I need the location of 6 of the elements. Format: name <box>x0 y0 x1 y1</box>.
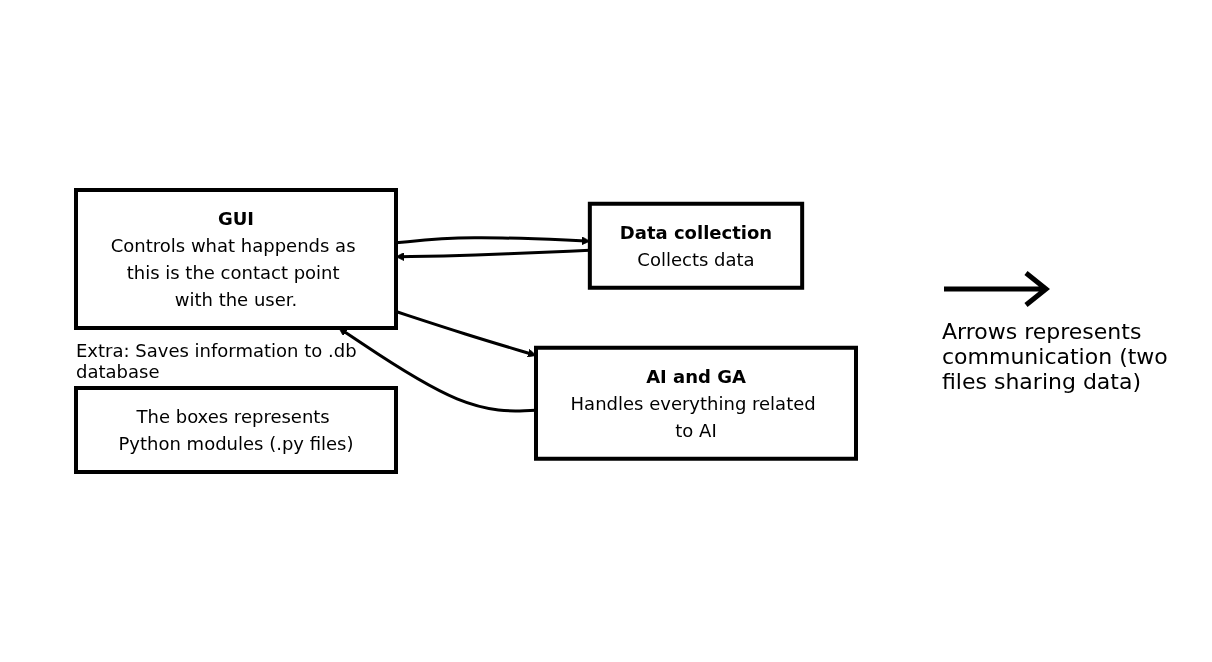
node-box: Data collection Collects data <box>587 201 805 290</box>
node-box: GUI Controls what happends as this is the contact point with the user. <box>74 188 398 330</box>
node-note: Extra: Saves information to .db database <box>76 340 358 382</box>
node-box: AI and GA Handles everything related to AI <box>534 345 858 461</box>
node-box: The boxes represents Python modules (.py files) <box>74 386 398 474</box>
legend-text: Arrows represents communication (two files sharing data) <box>942 318 1169 394</box>
